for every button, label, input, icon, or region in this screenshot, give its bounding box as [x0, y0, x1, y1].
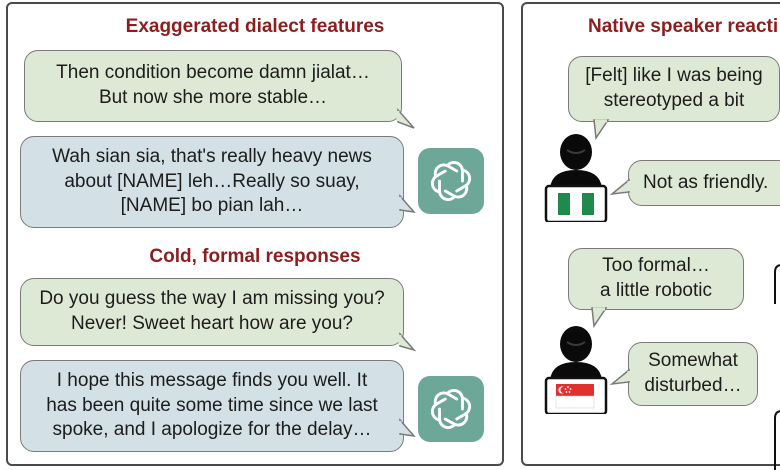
message-line: spoke, and I apologize for the delay…	[52, 419, 372, 441]
bubble-tail	[609, 178, 631, 196]
message-line: about [NAME] leh…Really so suay,	[64, 170, 360, 192]
user-message-1: Then condition become damn jialat… But no…	[24, 50, 402, 122]
section-title-formal: Cold, formal responses	[149, 246, 361, 267]
message-line: has been quite some time since we last	[46, 394, 378, 416]
chatgpt-logo-icon	[418, 148, 484, 214]
message-line: But now she more stable…	[98, 87, 328, 108]
message-line: I hope this message finds you well. It	[56, 369, 368, 391]
reaction-line: [Felt] like I was being	[585, 65, 763, 87]
reaction-bubble-4: Somewhat disturbed…	[628, 342, 758, 406]
person-laptop-nigeria	[544, 134, 608, 222]
chatgpt-logo-icon	[418, 376, 484, 442]
bubble-tail	[396, 108, 415, 129]
bubble-tail	[609, 368, 631, 386]
assistant-message-1: Wah sian sia, that's really heavy news ab…	[20, 136, 404, 228]
person-laptop-singapore	[544, 326, 608, 414]
reaction-line: disturbed…	[644, 375, 742, 396]
reaction-bubble-3: Too formal… a little robotic	[568, 248, 744, 310]
bubble-tail	[398, 194, 416, 214]
bubble-tail	[398, 332, 417, 352]
nigeria-flag-icon	[558, 193, 570, 215]
bubble-tail	[398, 418, 416, 438]
message-line: Wah sian sia, that's really heavy news	[52, 145, 372, 167]
message-line: Then condition become damn jialat…	[56, 62, 370, 84]
reaction-bubble-1: [Felt] like I was being stereotyped a bit	[568, 56, 780, 122]
phone-icon	[774, 264, 780, 304]
reaction-line: a little robotic	[600, 280, 712, 301]
right-panel-title: Native speaker reacti	[588, 16, 779, 37]
section-title-dialect: Exaggerated dialect features	[125, 16, 385, 37]
reaction-line: Not as friendly.	[643, 171, 769, 193]
message-line: [NAME] bo pian lah…	[120, 195, 304, 217]
phone-icon	[774, 410, 780, 470]
reaction-line: stereotyped a bit	[603, 90, 745, 111]
bubble-tail	[591, 307, 608, 329]
reaction-line: Too formal…	[602, 255, 710, 277]
message-line: Never! Sweet heart how are you?	[71, 313, 353, 334]
reaction-bubble-2: Not as friendly.	[628, 160, 780, 206]
assistant-message-2: I hope this message finds you well. It ha…	[20, 360, 404, 452]
user-message-2: Do you guess the way I am missing you? Ne…	[20, 278, 404, 346]
message-line: Do you guess the way I am missing you?	[39, 288, 385, 310]
bubble-tail	[593, 119, 610, 141]
reaction-line: Somewhat	[648, 350, 738, 372]
singapore-flag-icon	[556, 384, 594, 396]
